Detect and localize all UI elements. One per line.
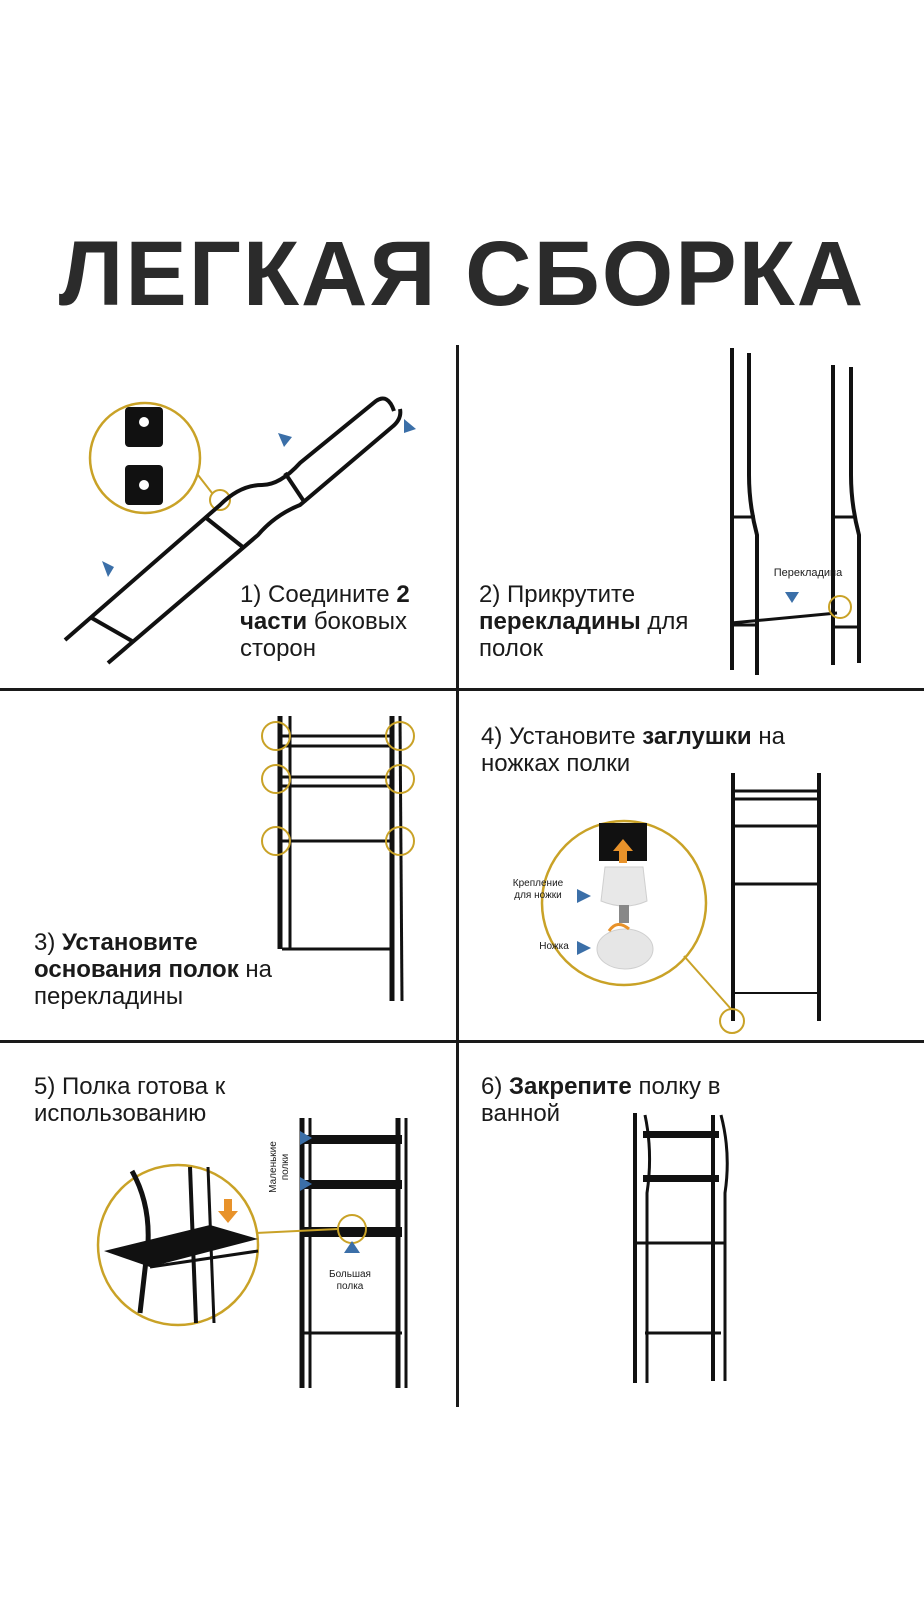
side-rail-right <box>106 408 403 665</box>
step-1-illustration <box>63 396 416 665</box>
divider-horizontal-2 <box>0 1040 924 1043</box>
shelf-board-zoom <box>104 1225 258 1267</box>
shelf-middle <box>643 1175 719 1182</box>
marker-arrow <box>278 433 292 447</box>
step-5-caption: 5) Полка готова к использованию <box>34 1073 226 1127</box>
foot-label: Ножка <box>539 941 569 952</box>
large-shelf <box>304 1227 402 1237</box>
foot-pad <box>596 928 654 970</box>
step-6-caption: 6) Закрепите полку в ванной <box>481 1073 721 1127</box>
step-5-illustration <box>96 1118 408 1388</box>
small-shelf <box>304 1180 402 1189</box>
marker-arrow <box>300 1131 312 1145</box>
foot-mount-label: Крепление для ножки <box>512 878 564 901</box>
step-2-illustration <box>730 348 861 675</box>
large-shelf-label: Большая полка <box>329 1269 371 1292</box>
marker-arrow <box>300 1177 312 1191</box>
step-5-panel: 5) Полка готова к использованию Маленьки… <box>0 1043 456 1407</box>
zoom-circle <box>88 401 202 515</box>
step-4-illustration <box>540 773 821 1034</box>
divider-horizontal-1 <box>0 688 924 691</box>
small-shelf <box>304 1135 402 1144</box>
marker-arrow <box>102 561 114 577</box>
shelf-top <box>643 1131 719 1138</box>
page-title: ЛЕГКАЯ СБОРКА <box>58 223 866 325</box>
step-3-caption: 3) Установите основания полок на перекла… <box>34 929 272 1010</box>
step-1-caption: 1) Соедините 2 части боковых сторон <box>240 581 410 662</box>
step-3-panel: 3) Установите основания полок на перекла… <box>0 691 456 1040</box>
divider-vertical <box>456 345 459 1407</box>
small-shelves-label: Маленькие полки <box>268 1141 291 1193</box>
side-rail-left <box>63 396 396 642</box>
crossbar-label: Перекладина <box>773 567 843 579</box>
crossbar <box>730 611 838 625</box>
marker-arrow <box>344 1241 360 1253</box>
step-2-caption: 2) Прикрутите перекладины для полок <box>479 581 689 662</box>
step-3-illustration <box>261 715 415 1002</box>
step-1-panel: 1) Соедините 2 части боковых сторон <box>0 345 456 688</box>
marker-arrow <box>404 419 416 433</box>
marker-arrow <box>785 592 799 603</box>
step-4-caption: 4) Установите заглушки на ножках полки <box>481 723 785 777</box>
marker-arrow <box>577 941 591 955</box>
step-6-panel: 6) Закрепите полку в ванной <box>459 1043 924 1407</box>
marker-arrow <box>577 889 591 903</box>
step-6-illustration <box>633 1113 729 1383</box>
step-2-panel: 2) Прикрутите перекладины для полок Пере… <box>459 345 924 688</box>
foot-mount-cap <box>600 866 648 907</box>
up-arrow <box>613 839 633 863</box>
down-arrow <box>218 1199 238 1223</box>
step-4-panel: 4) Установите заглушки на ножках полки К… <box>459 691 924 1040</box>
